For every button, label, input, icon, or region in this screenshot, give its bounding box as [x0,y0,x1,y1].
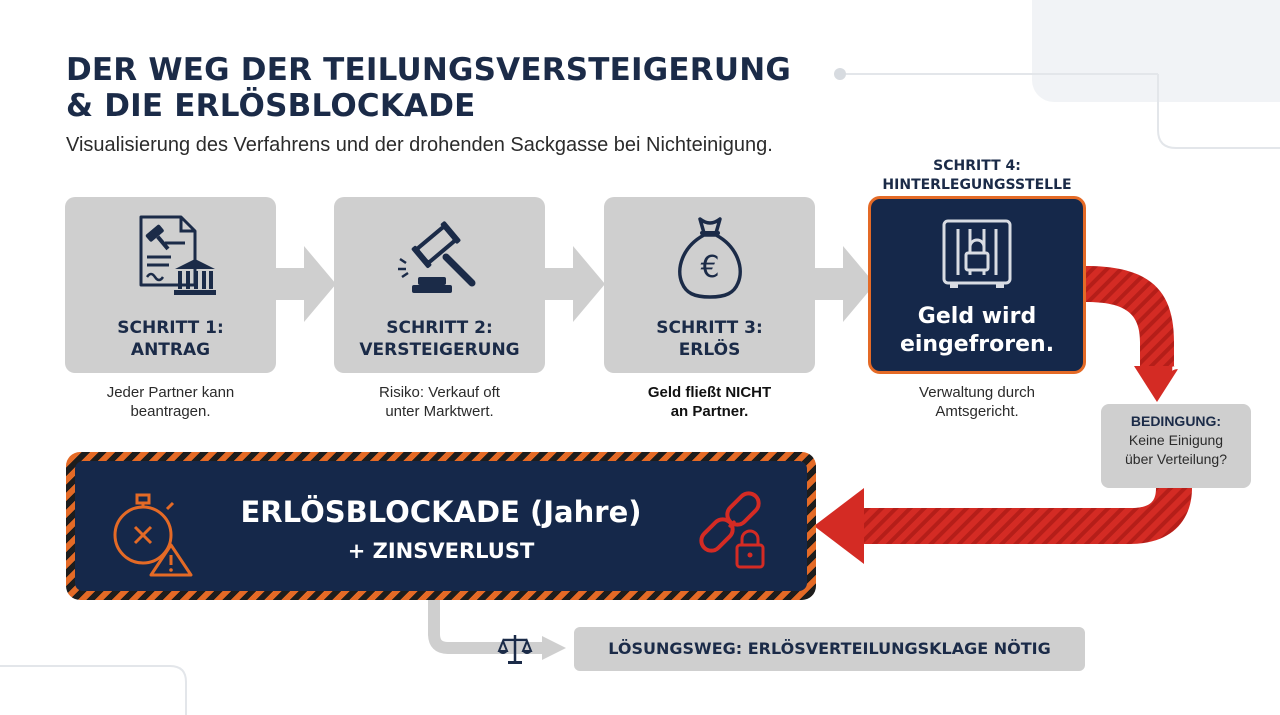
title-line-2: & DIE ERLÖSBLOCKADE [66,88,476,124]
svg-text:€: € [700,250,719,285]
page-title: DER WEG DER TEILUNGSVERSTEIGERUNG & DIE … [66,52,791,124]
return-arrow [814,266,1192,564]
decorative-line-bottom [0,665,187,715]
step-4-heading: SCHRITT 4: HINTERLEGUNGSSTELLE [882,158,1072,193]
euro-money-bag-icon: € [604,211,815,303]
step-1-label: SCHRITT 1: ANTRAG [117,318,224,360]
blockade-title: ERLÖSBLOCKADE (Jahre) [240,495,642,529]
decorative-corner-panel [1032,0,1280,102]
solution-connector [428,600,566,660]
step-2-description: Risiko: Verkauf oft unter Marktwert. [379,384,500,420]
broken-chain-lock-icon [699,491,765,569]
step-4-description: Verwaltung durch Amtsgericht. [919,384,1035,420]
solution-box: LÖSUNGSWEG: ERLÖSVERTEILUNGSKLAGE NÖTIG [574,627,1085,671]
step-3-description: Geld fließt NICHT an Partner. [647,384,772,420]
condition-title: BEDINGUNG: [1130,413,1222,429]
page-subtitle: Visualisierung des Verfahrens und der dr… [66,134,773,156]
step-4-box: Geld wird eingefroren. [868,196,1086,374]
blockade-subtitle: + ZINSVERLUST [347,539,535,563]
flow-arrow-1 [276,246,336,322]
step-1-box: SCHRITT 1: ANTRAG [65,197,276,373]
step-1-description: Jeder Partner kann beantragen. [106,384,235,420]
flow-arrow-3 [815,246,875,322]
step-4-label: Geld wird eingefroren. [899,304,1055,357]
step-3-label: SCHRITT 3: ERLÖS [656,318,763,360]
title-line-1: DER WEG DER TEILUNGSVERSTEIGERUNG [66,52,792,88]
decorative-line [834,68,1280,149]
step-2-box: SCHRITT 2: VERSTEIGERUNG [334,197,545,373]
document-courthouse-icon [65,211,276,303]
question-mark: ? [1170,362,1186,392]
gavel-icon [334,211,545,303]
blockade-inner: ERLÖSBLOCKADE (Jahre) + ZINSVERLUST [75,461,807,591]
step-2-label: SCHRITT 2: VERSTEIGERUNG [359,318,520,360]
condition-text: Keine Einigung über Verteilung? [1125,432,1227,467]
blockade-box: ERLÖSBLOCKADE (Jahre) + ZINSVERLUST [66,452,816,600]
flow-arrow-2 [545,246,605,322]
locked-safe-icon [871,217,1083,293]
scales-icon [497,635,533,664]
stopwatch-warning-icon [113,493,193,577]
condition-box: BEDINGUNG: Keine Einigung über Verteilun… [1101,404,1251,488]
step-3-box: € SCHRITT 3: ERLÖS [604,197,815,373]
